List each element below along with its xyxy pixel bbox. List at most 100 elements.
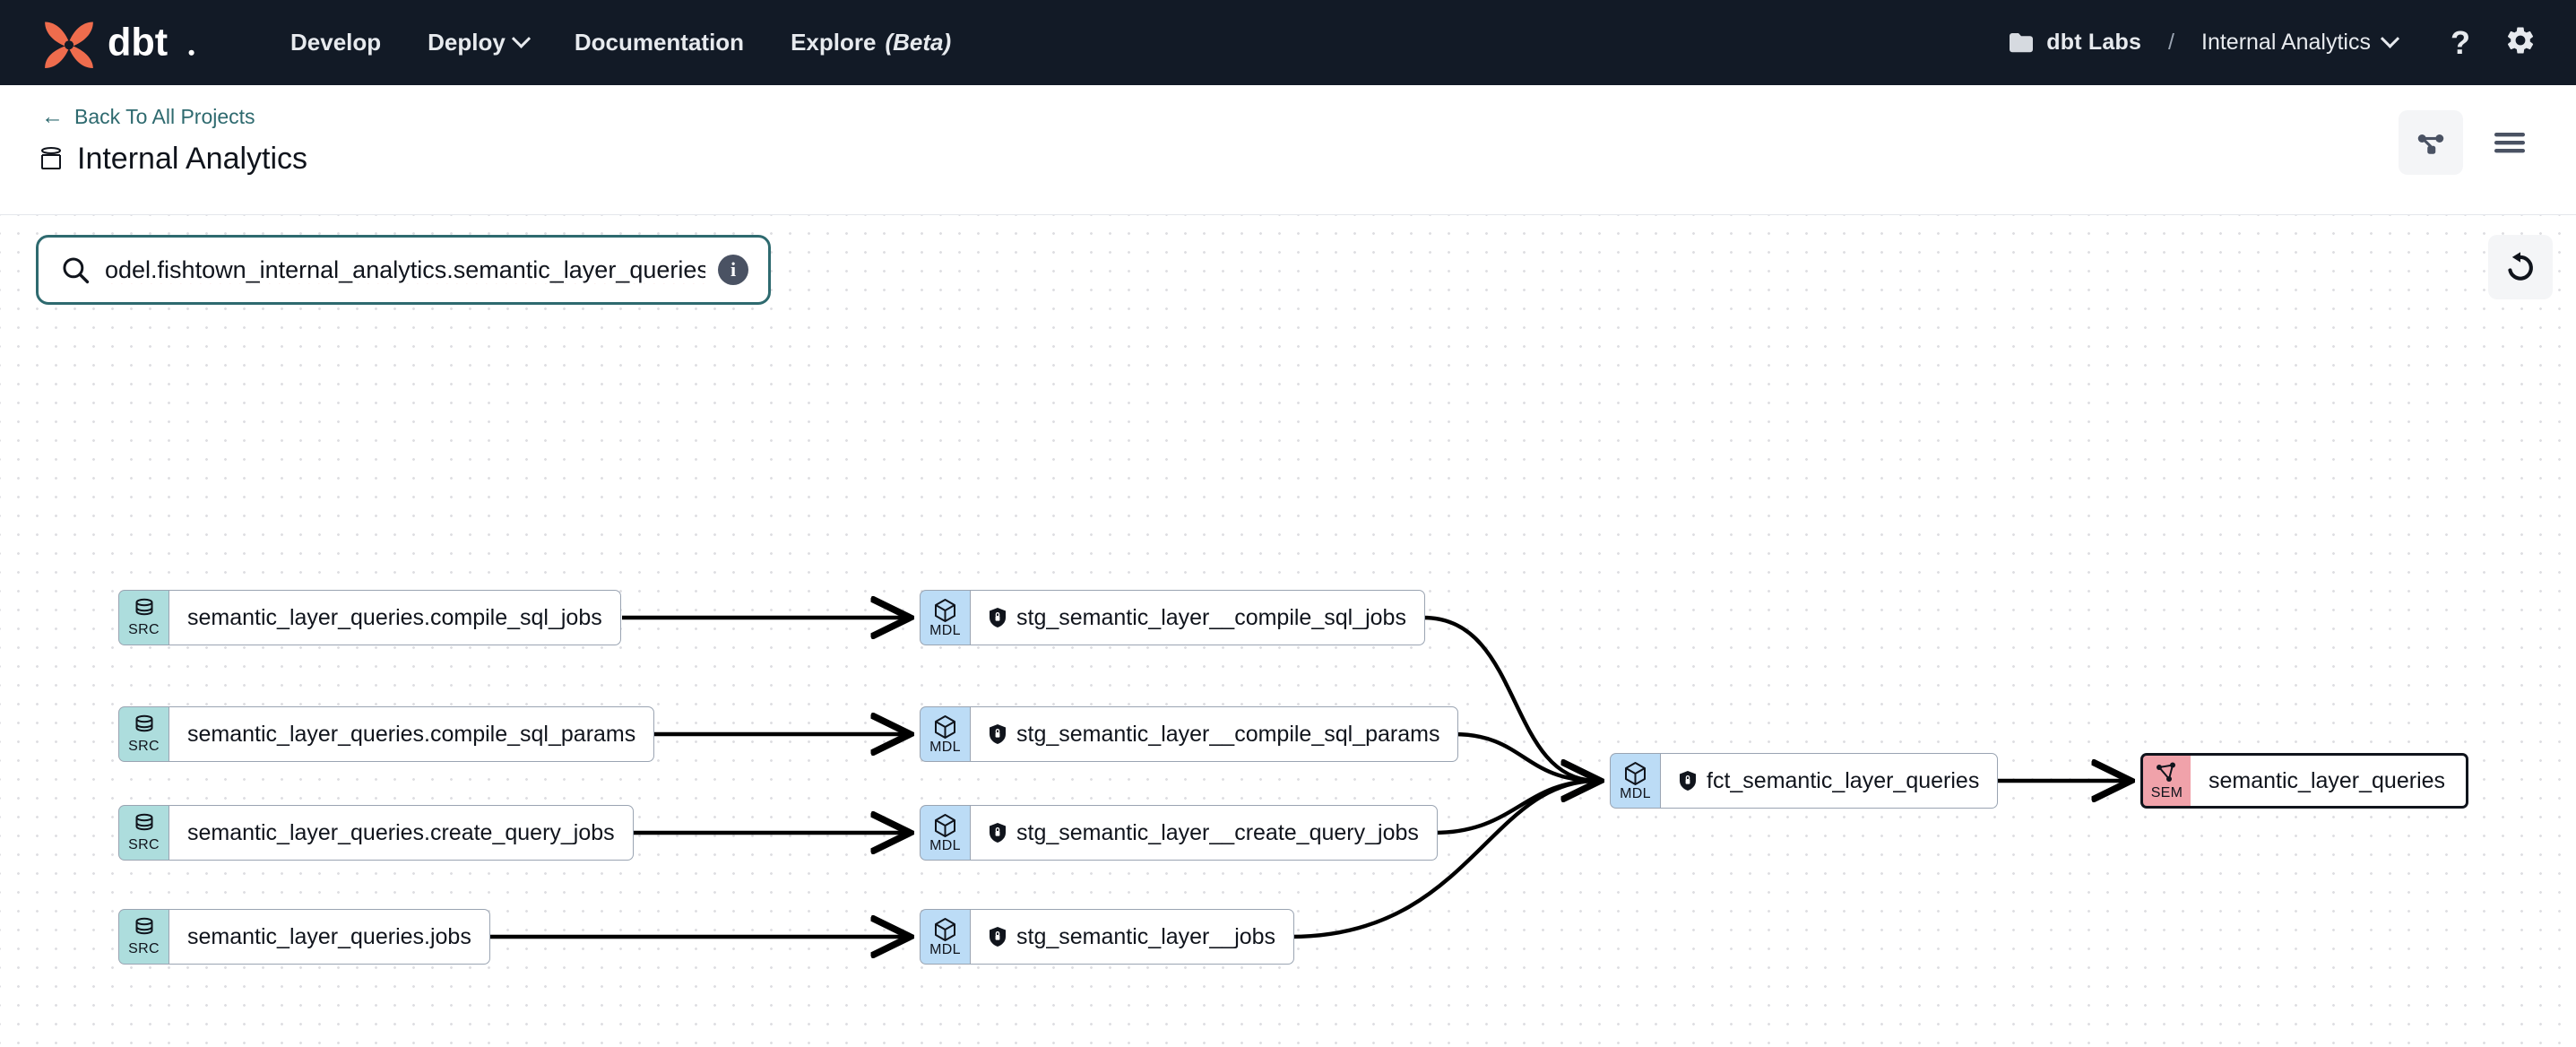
shield-lock-icon (990, 608, 1006, 627)
chevron-down-icon[interactable] (2380, 29, 2400, 48)
node-body: stg_semantic_layer__compile_sql_params (970, 706, 1459, 762)
node-label: stg_semantic_layer__jobs (1016, 923, 1276, 949)
semantic-graph-icon (2157, 762, 2175, 782)
dbt-logo[interactable]: dbt (36, 18, 204, 68)
info-icon[interactable]: i (718, 255, 748, 285)
node-label: semantic_layer_queries (2209, 767, 2446, 793)
help-button[interactable]: ? (2451, 23, 2470, 61)
explore-beta-badge: (Beta) (885, 29, 952, 56)
resource-search-box[interactable]: odel.fishtown_internal_analytics.semanti… (36, 235, 771, 305)
node-type-badge-sem: SEM (2140, 753, 2191, 809)
node-body: stg_semantic_layer__create_query_jobs (970, 805, 1438, 861)
database-icon (135, 598, 152, 616)
nav-item-deploy[interactable]: Deploy (404, 22, 551, 64)
node-label: stg_semantic_layer__create_query_jobs (1016, 819, 1419, 845)
database-icon (135, 714, 152, 732)
graph-node-src3[interactable]: SRC semantic_layer_queries.create_query_… (118, 805, 634, 861)
help-icon: ? (2451, 23, 2470, 61)
database-icon (135, 813, 152, 831)
dbt-wordmark-icon: dbt (108, 22, 194, 64)
breadcrumb: dbt Labs / Internal Analytics (2009, 29, 2400, 56)
node-type-label: MDL (929, 622, 961, 638)
node-body: stg_semantic_layer__jobs (970, 909, 1295, 965)
graph-node-mdl4[interactable]: MDL stg_semantic_layer__jobs (920, 909, 1295, 965)
node-body: stg_semantic_layer__compile_sql_jobs (970, 590, 1425, 645)
node-label: stg_semantic_layer__compile_sql_jobs (1016, 604, 1406, 630)
node-label: stg_semantic_layer__compile_sql_params (1016, 721, 1440, 747)
reset-arrow-icon (2508, 252, 2533, 281)
nav-item-documentation[interactable]: Documentation (551, 22, 767, 64)
node-type-label: SRC (128, 622, 160, 637)
dbt-mark-icon (45, 21, 93, 68)
subheader-left: ← Back To All Projects Internal Analytic… (39, 105, 307, 177)
node-type-badge-mdl: MDL (920, 909, 970, 965)
arrow-left-icon: ← (41, 104, 64, 129)
graph-layer: SRC semantic_layer_queries.compile_sql_j… (0, 215, 2576, 1047)
nav-item-explore-label: Explore (791, 29, 877, 56)
nav-item-develop-label: Develop (290, 29, 382, 56)
graph-node-src2[interactable]: SRC semantic_layer_queries.compile_sql_p… (118, 706, 655, 762)
cube-icon (935, 813, 955, 837)
node-body: semantic_layer_queries.create_query_jobs (169, 805, 634, 861)
page-title-row: Internal Analytics (39, 142, 307, 177)
node-type-badge-mdl: MDL (1610, 753, 1660, 809)
reset-view-button[interactable] (2488, 235, 2553, 299)
nav-item-explore[interactable]: Explore (Beta) (767, 22, 974, 64)
cube-icon (935, 917, 955, 941)
top-nav-right-cluster: dbt Labs / Internal Analytics ? (2009, 24, 2537, 61)
gear-icon (2507, 27, 2534, 54)
main-nav-items: Develop Deploy Documentation Explore (Be… (267, 22, 974, 64)
back-to-all-projects-link[interactable]: ← Back To All Projects (41, 105, 307, 129)
node-type-badge-src: SRC (118, 909, 169, 965)
top-navigation-bar: dbt Develop Deploy Documentation Explore… (0, 0, 2576, 85)
chevron-down-icon (511, 29, 531, 48)
breadcrumb-separator: / (2168, 30, 2174, 55)
node-body: semantic_layer_queries.jobs (169, 909, 490, 965)
node-type-badge-mdl: MDL (920, 590, 970, 645)
shield-lock-icon (990, 823, 1006, 843)
node-type-label: MDL (929, 837, 961, 853)
svg-text:dbt: dbt (108, 22, 168, 64)
node-type-label: MDL (929, 739, 961, 755)
shield-lock-icon (1680, 771, 1696, 791)
node-type-badge-mdl: MDL (920, 805, 970, 861)
node-label: semantic_layer_queries.create_query_jobs (187, 819, 615, 845)
project-subheader: ← Back To All Projects Internal Analytic… (0, 85, 2576, 215)
search-input[interactable]: odel.fishtown_internal_analytics.semanti… (105, 255, 705, 283)
graph-node-sem[interactable]: SEM semantic_layer_queries (2140, 753, 2468, 809)
lineage-graph-button[interactable] (2399, 110, 2463, 175)
node-type-label: SRC (128, 837, 160, 852)
hamburger-menu-icon (2494, 133, 2525, 153)
menu-button[interactable] (2483, 110, 2537, 175)
cube-icon (935, 598, 955, 622)
share-nodes-icon (2417, 134, 2444, 154)
node-body: semantic_layer_queries.compile_sql_param… (169, 706, 655, 762)
search-icon (63, 257, 90, 284)
nav-item-develop[interactable]: Develop (267, 22, 404, 64)
nav-item-deploy-label: Deploy (428, 29, 506, 56)
shield-lock-icon (990, 724, 1006, 744)
node-body: fct_semantic_layer_queries (1660, 753, 1999, 809)
node-type-label: SRC (128, 941, 160, 956)
subheader-actions (2399, 105, 2537, 175)
node-type-badge-src: SRC (118, 706, 169, 762)
node-type-label: SRC (128, 739, 160, 754)
edge-mdl2-fct (1453, 731, 1598, 783)
graph-node-mdl2[interactable]: MDL stg_semantic_layer__compile_sql_para… (920, 706, 1459, 762)
graph-node-mdl3[interactable]: MDL stg_semantic_layer__create_query_job… (920, 805, 1438, 861)
graph-node-src1[interactable]: SRC semantic_layer_queries.compile_sql_j… (118, 590, 621, 645)
node-label: fct_semantic_layer_queries (1707, 767, 1980, 793)
node-label: semantic_layer_queries.jobs (187, 923, 471, 949)
graph-node-mdl1[interactable]: MDL stg_semantic_layer__compile_sql_jobs (920, 590, 1425, 645)
nav-item-documentation-label: Documentation (574, 29, 745, 56)
breadcrumb-org[interactable]: dbt Labs (2046, 30, 2142, 55)
lineage-canvas[interactable]: odel.fishtown_internal_analytics.semanti… (0, 215, 2576, 1047)
graph-node-fct[interactable]: MDL fct_semantic_layer_queries (1610, 753, 1999, 809)
database-project-icon (41, 146, 61, 169)
breadcrumb-project[interactable]: Internal Analytics (2201, 30, 2371, 55)
graph-node-src4[interactable]: SRC semantic_layer_queries.jobs (118, 909, 490, 965)
back-link-label: Back To All Projects (74, 105, 255, 128)
node-type-label: MDL (1620, 785, 1651, 801)
settings-button[interactable] (2504, 24, 2537, 61)
node-type-badge-mdl: MDL (920, 706, 970, 762)
